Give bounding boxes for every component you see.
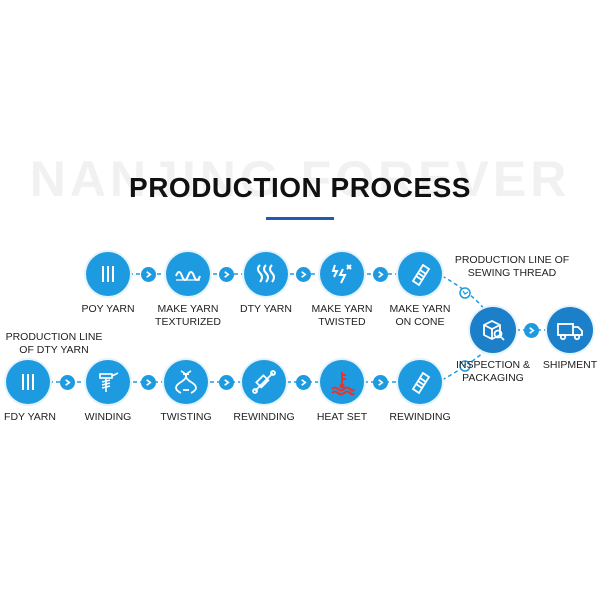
note-sewing-line-2: SEWING THREAD	[467, 267, 557, 279]
arrow-bottom-2	[141, 375, 156, 390]
thermometer-icon	[331, 372, 355, 396]
node-make-yarn-twisted	[320, 252, 364, 296]
top-to-inspection-connector	[441, 275, 493, 321]
cone-icon	[411, 371, 431, 395]
connector-joint-bottom	[459, 360, 471, 372]
box-inspect-icon	[483, 319, 505, 341]
note-dty-line-2: OF DTY YARN	[19, 344, 89, 356]
truck-icon	[557, 323, 583, 341]
label-shipment: SHIPMENT	[542, 359, 598, 371]
chevron-right-icon	[378, 271, 384, 278]
node-inspection-packaging	[470, 307, 516, 353]
label-winding: WINDING	[84, 411, 132, 423]
arrow-bottom-5	[373, 375, 388, 390]
arrow-top-2	[219, 267, 234, 282]
label-heat-set: HEAT SET	[316, 411, 368, 423]
arrow-bottom-3	[219, 375, 234, 390]
node-winding	[86, 360, 130, 404]
note-dty-line-1: PRODUCTION LINE	[5, 331, 103, 343]
note-sewing-line: PRODUCTION LINE OF SEWING THREAD	[446, 254, 578, 280]
label-fdy-yarn: FDY YARN	[4, 411, 56, 423]
arrow-to-shipment	[524, 323, 539, 338]
chevron-right-icon	[301, 379, 307, 386]
node-make-yarn-on-cone	[398, 252, 442, 296]
node-rewinding-1	[242, 360, 286, 404]
chevron-right-icon	[378, 379, 384, 386]
arrow-bottom-4	[296, 375, 311, 390]
steam-icon	[257, 264, 275, 283]
arrow-top-3	[296, 267, 311, 282]
node-twisting	[164, 360, 208, 404]
label-inspection-packaging: INSPECTION &PACKAGING	[455, 359, 531, 384]
page-title: PRODUCTION PROCESS	[129, 172, 471, 203]
node-rewinding-2	[398, 360, 442, 404]
label-rewinding-1: REWINDING	[233, 411, 295, 423]
node-heat-set	[320, 360, 364, 404]
chevron-right-icon	[146, 379, 152, 386]
dna-icon	[175, 370, 197, 394]
node-fdy-yarn	[6, 360, 50, 404]
yarn-lines-icon	[102, 266, 114, 282]
node-dty-yarn	[244, 252, 288, 296]
label-twisting: TWISTING	[160, 411, 212, 423]
chevron-right-icon	[301, 271, 307, 278]
label-dty-yarn: DTY YARN	[240, 303, 292, 315]
twist-spark-icon	[331, 264, 352, 284]
watermark-text: NANJING FOREVER	[29, 151, 571, 207]
cone-icon	[411, 263, 431, 287]
chevron-right-icon	[146, 271, 152, 278]
chevron-right-icon	[224, 379, 230, 386]
chevron-right-icon	[65, 379, 71, 386]
title-underline	[266, 217, 334, 220]
label-rewinding-2: REWINDING	[389, 411, 451, 423]
node-shipment	[547, 307, 593, 353]
node-poy-yarn	[86, 252, 130, 296]
arrow-top-4	[373, 267, 388, 282]
wave-icon	[175, 271, 201, 281]
winding-icon	[99, 372, 119, 392]
note-dty-line: PRODUCTION LINE OF DTY YARN	[0, 331, 108, 357]
yarn-lines-icon	[22, 374, 34, 390]
chevron-right-icon	[529, 327, 535, 334]
arrow-bottom-1	[60, 375, 75, 390]
label-poy-yarn: POY YARN	[81, 303, 135, 315]
chevron-right-icon	[224, 271, 230, 278]
node-make-yarn-texturized	[166, 252, 210, 296]
bobbin-icon	[252, 370, 276, 394]
note-sewing-line-1: PRODUCTION LINE OF	[454, 254, 570, 266]
arrow-top-1	[141, 267, 156, 282]
